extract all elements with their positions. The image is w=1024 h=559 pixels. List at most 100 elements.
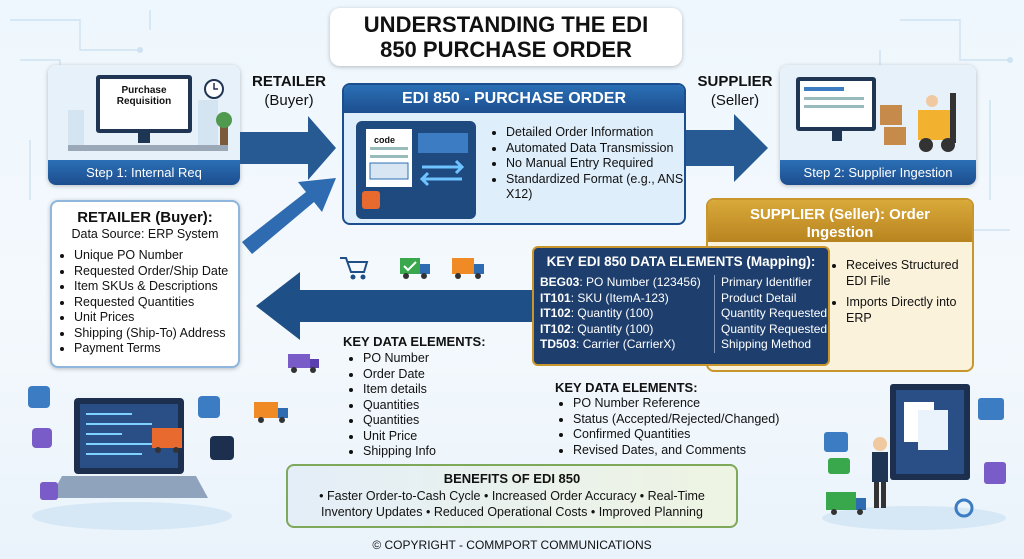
key-data-right: KEY DATA ELEMENTS: PO Number Reference S…	[555, 380, 815, 458]
retailer-box-heading: RETAILER (Buyer):	[77, 209, 213, 226]
mapping-code: IT102	[540, 321, 571, 336]
list-item: Item SKUs & Descriptions	[74, 279, 238, 295]
supplier-label-title: SUPPLIER	[697, 73, 773, 90]
edi-bullet: Standardized Format (e.g., ANSI X12)	[506, 172, 684, 203]
mapping-heading: KEY EDI 850 DATA ELEMENTS (Mapping):	[546, 254, 816, 269]
edi-bullet: Automated Data Transmission	[506, 141, 684, 157]
mapping-row: IT102: Quantity (100)	[540, 306, 654, 320]
laptop-illustration	[28, 386, 234, 530]
arrow-to-supplier	[686, 114, 768, 182]
edi-bullet: No Manual Entry Required	[506, 156, 684, 172]
mapping-row: BEG03: PO Number (123456)	[540, 275, 701, 289]
list-item: Shipping (Ship-To) Address	[74, 326, 238, 342]
list-item: Receives Structured EDI File	[846, 258, 972, 289]
supplier-worker-illustration	[822, 384, 1006, 530]
mapping-value: Quantity (100)	[577, 321, 654, 336]
list-item: Shipping Info	[363, 444, 523, 460]
mapping-value: SKU (ItemA-123)	[577, 290, 669, 305]
list-item: Imports Directly into ERP	[846, 295, 972, 326]
mapping-meaning-column: Primary Identifier Product Detail Quanti…	[715, 275, 827, 353]
transport-icons	[340, 257, 484, 280]
mapping-row: TD503: Carrier (CarrierX)	[540, 337, 676, 351]
list-item: Unit Prices	[74, 310, 238, 326]
list-item: Order Date	[363, 367, 523, 383]
list-item: Unit Price	[363, 429, 523, 445]
benefits-line-2: Inventory Updates • Reduced Operational …	[321, 505, 703, 519]
mapping-box: KEY EDI 850 DATA ELEMENTS (Mapping): BEG…	[532, 246, 830, 366]
list-item: Requested Order/Ship Date	[74, 264, 238, 280]
mapping-value: Carrier (CarrierX)	[582, 337, 676, 351]
truck-icon	[452, 258, 484, 279]
mapping-row: IT102: Quantity (100)	[540, 321, 654, 336]
key-data-left: KEY DATA ELEMENTS: PO Number Order Date …	[343, 334, 523, 460]
mapping-meaning: Product Detail	[721, 290, 797, 305]
step2-card: Step 2: Supplier Ingestion	[780, 65, 976, 185]
mapping-code: TD503	[540, 337, 577, 351]
list-item: Item details	[363, 382, 523, 398]
mapping-meaning: Shipping Method	[721, 337, 812, 351]
diagonal-arrow	[242, 178, 336, 254]
truck-icon	[288, 354, 319, 373]
page-title: UNDERSTANDING THE EDI 850 PURCHASE ORDER	[363, 12, 649, 62]
warehouse-illustration	[780, 65, 976, 160]
cart-icon	[340, 257, 369, 280]
screen-text: Purchase Requisition	[116, 85, 172, 107]
mapping-code: IT101	[540, 290, 571, 305]
list-item: Unique PO Number	[74, 248, 238, 264]
step1-caption: Step 1: Internal Req	[48, 160, 240, 185]
supplier-box-heading: SUPPLIER (Seller): Order Ingestion	[708, 200, 972, 242]
mapping-table: BEG03: PO Number (123456) IT101: SKU (It…	[534, 275, 828, 353]
edi-850-bullets: Detailed Order Information Automated Dat…	[492, 125, 684, 203]
checked-truck-icon	[400, 258, 430, 279]
office-illustration	[48, 65, 240, 160]
supplier-box-list: Receives Structured EDI File Imports Dir…	[832, 258, 972, 326]
retailer-box-subheading: Data Source: ERP System	[71, 227, 219, 241]
retailer-label: RETAILER (Buyer)	[246, 72, 332, 110]
retailer-box: RETAILER (Buyer): Data Source: ERP Syste…	[50, 200, 240, 368]
key-data-left-heading: KEY DATA ELEMENTS:	[343, 334, 486, 349]
list-item: Requested Quantities	[74, 295, 238, 311]
benefits-line-1: • Faster Order-to-Cash Cycle • Increased…	[319, 489, 705, 503]
copyright-footer: © COPYRIGHT - COMMPORT COMMUNICATIONS	[372, 538, 652, 552]
mapping-code: IT102	[540, 306, 571, 320]
arrow-to-edi	[240, 116, 336, 180]
mapping-row: IT101: SKU (ItemA-123)	[540, 290, 669, 305]
return-arrow	[256, 272, 532, 340]
retailer-box-list: Unique PO Number Requested Order/Ship Da…	[60, 248, 238, 357]
mapping-value: PO Number (123456)	[586, 275, 701, 289]
key-data-left-list: PO Number Order Date Item details Quanti…	[349, 351, 523, 460]
mapping-meaning: Primary Identifier	[721, 275, 812, 289]
delivery-trucks	[254, 354, 319, 423]
list-item: Payment Terms	[74, 341, 238, 357]
list-item: Revised Dates, and Comments	[573, 443, 815, 459]
list-item: Quantities	[363, 413, 523, 429]
edi-bullet: Detailed Order Information	[506, 125, 684, 141]
list-item: Status (Accepted/Rejected/Changed)	[573, 412, 815, 428]
mapping-value: Quantity (100)	[577, 306, 654, 320]
mapping-meaning: Quantity Requested	[721, 321, 828, 336]
edi-850-heading: EDI 850 - PURCHASE ORDER	[344, 85, 684, 113]
title-box: UNDERSTANDING THE EDI 850 PURCHASE ORDER	[330, 8, 682, 66]
truck-icon	[254, 402, 288, 423]
edi-document-icon	[356, 121, 476, 219]
mapping-codes-column: BEG03: PO Number (123456) IT101: SKU (It…	[534, 275, 715, 353]
edi-850-box: EDI 850 - PURCHASE ORDER code Detailed O…	[342, 83, 686, 225]
list-item: Quantities	[363, 398, 523, 414]
supplier-label-sub: (Seller)	[710, 92, 760, 109]
list-item: Confirmed Quantities	[573, 427, 815, 443]
mapping-meaning: Quantity Requested	[721, 306, 828, 320]
benefits-heading: BENEFITS OF EDI 850	[443, 471, 581, 486]
list-item: PO Number	[363, 351, 523, 367]
key-data-right-heading: KEY DATA ELEMENTS:	[555, 380, 698, 395]
supplier-label: SUPPLIER (Seller)	[690, 72, 780, 110]
key-data-right-list: PO Number Reference Status (Accepted/Rej…	[559, 396, 815, 458]
code-label: code	[374, 135, 396, 145]
retailer-label-title: RETAILER	[252, 73, 326, 90]
list-item: PO Number Reference	[573, 396, 815, 412]
step1-card: Purchase Requisition Step 1: Internal Re…	[48, 65, 240, 185]
benefits-box: BENEFITS OF EDI 850 • Faster Order-to-Ca…	[286, 464, 738, 528]
retailer-label-sub: (Buyer)	[264, 92, 314, 109]
mapping-code: BEG03	[540, 275, 580, 289]
